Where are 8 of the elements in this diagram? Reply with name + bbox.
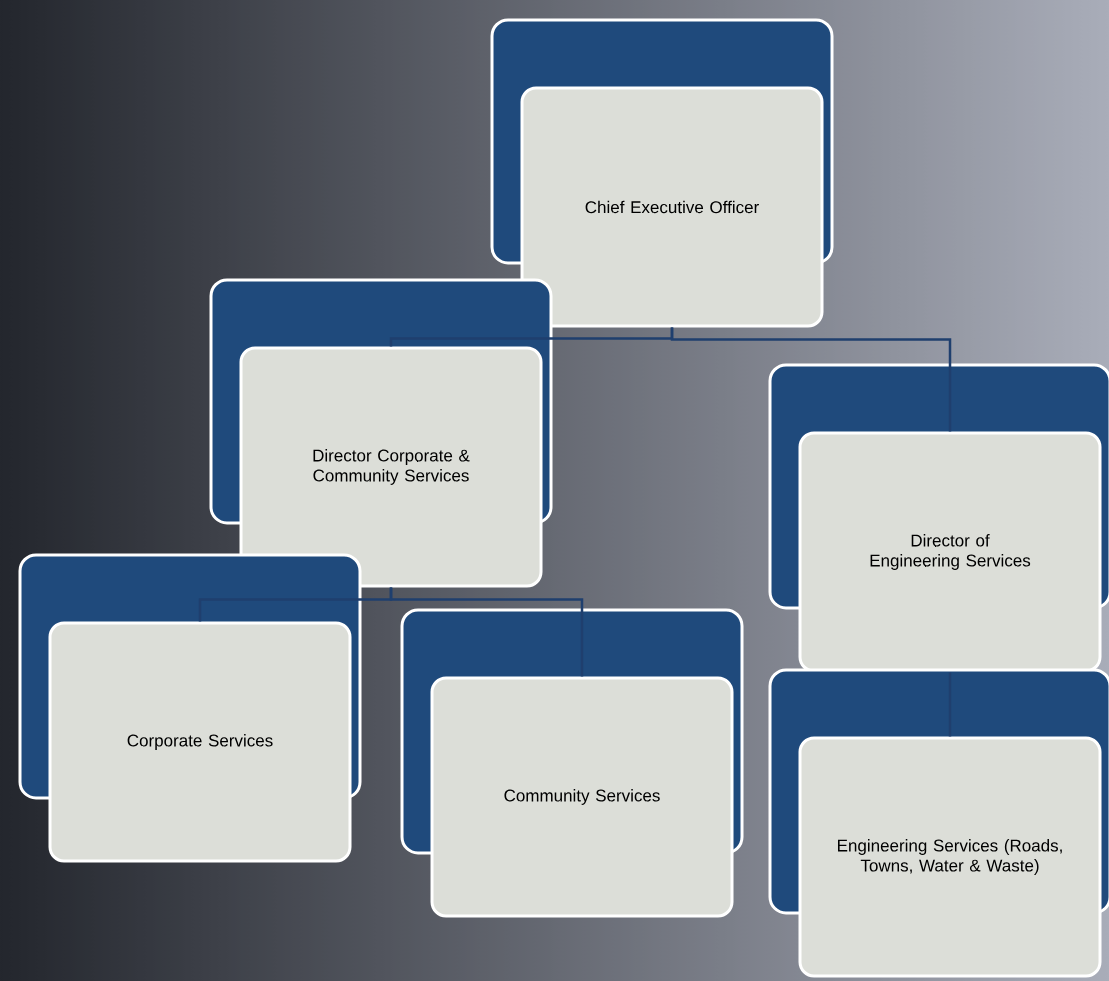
org-card: Director of Engineering Services [768,363,1109,673]
connector [389,587,584,677]
org-card: Engineering Services (Roads, Towns, Water & Waste) [768,668,1109,978]
connector [670,327,952,432]
org-card: Community Services [400,608,744,918]
org-card: Director Corporate & Community Services [209,278,553,588]
org-card: Corporate Services [18,553,362,863]
org-card: Chief Executive Officer [490,18,834,328]
